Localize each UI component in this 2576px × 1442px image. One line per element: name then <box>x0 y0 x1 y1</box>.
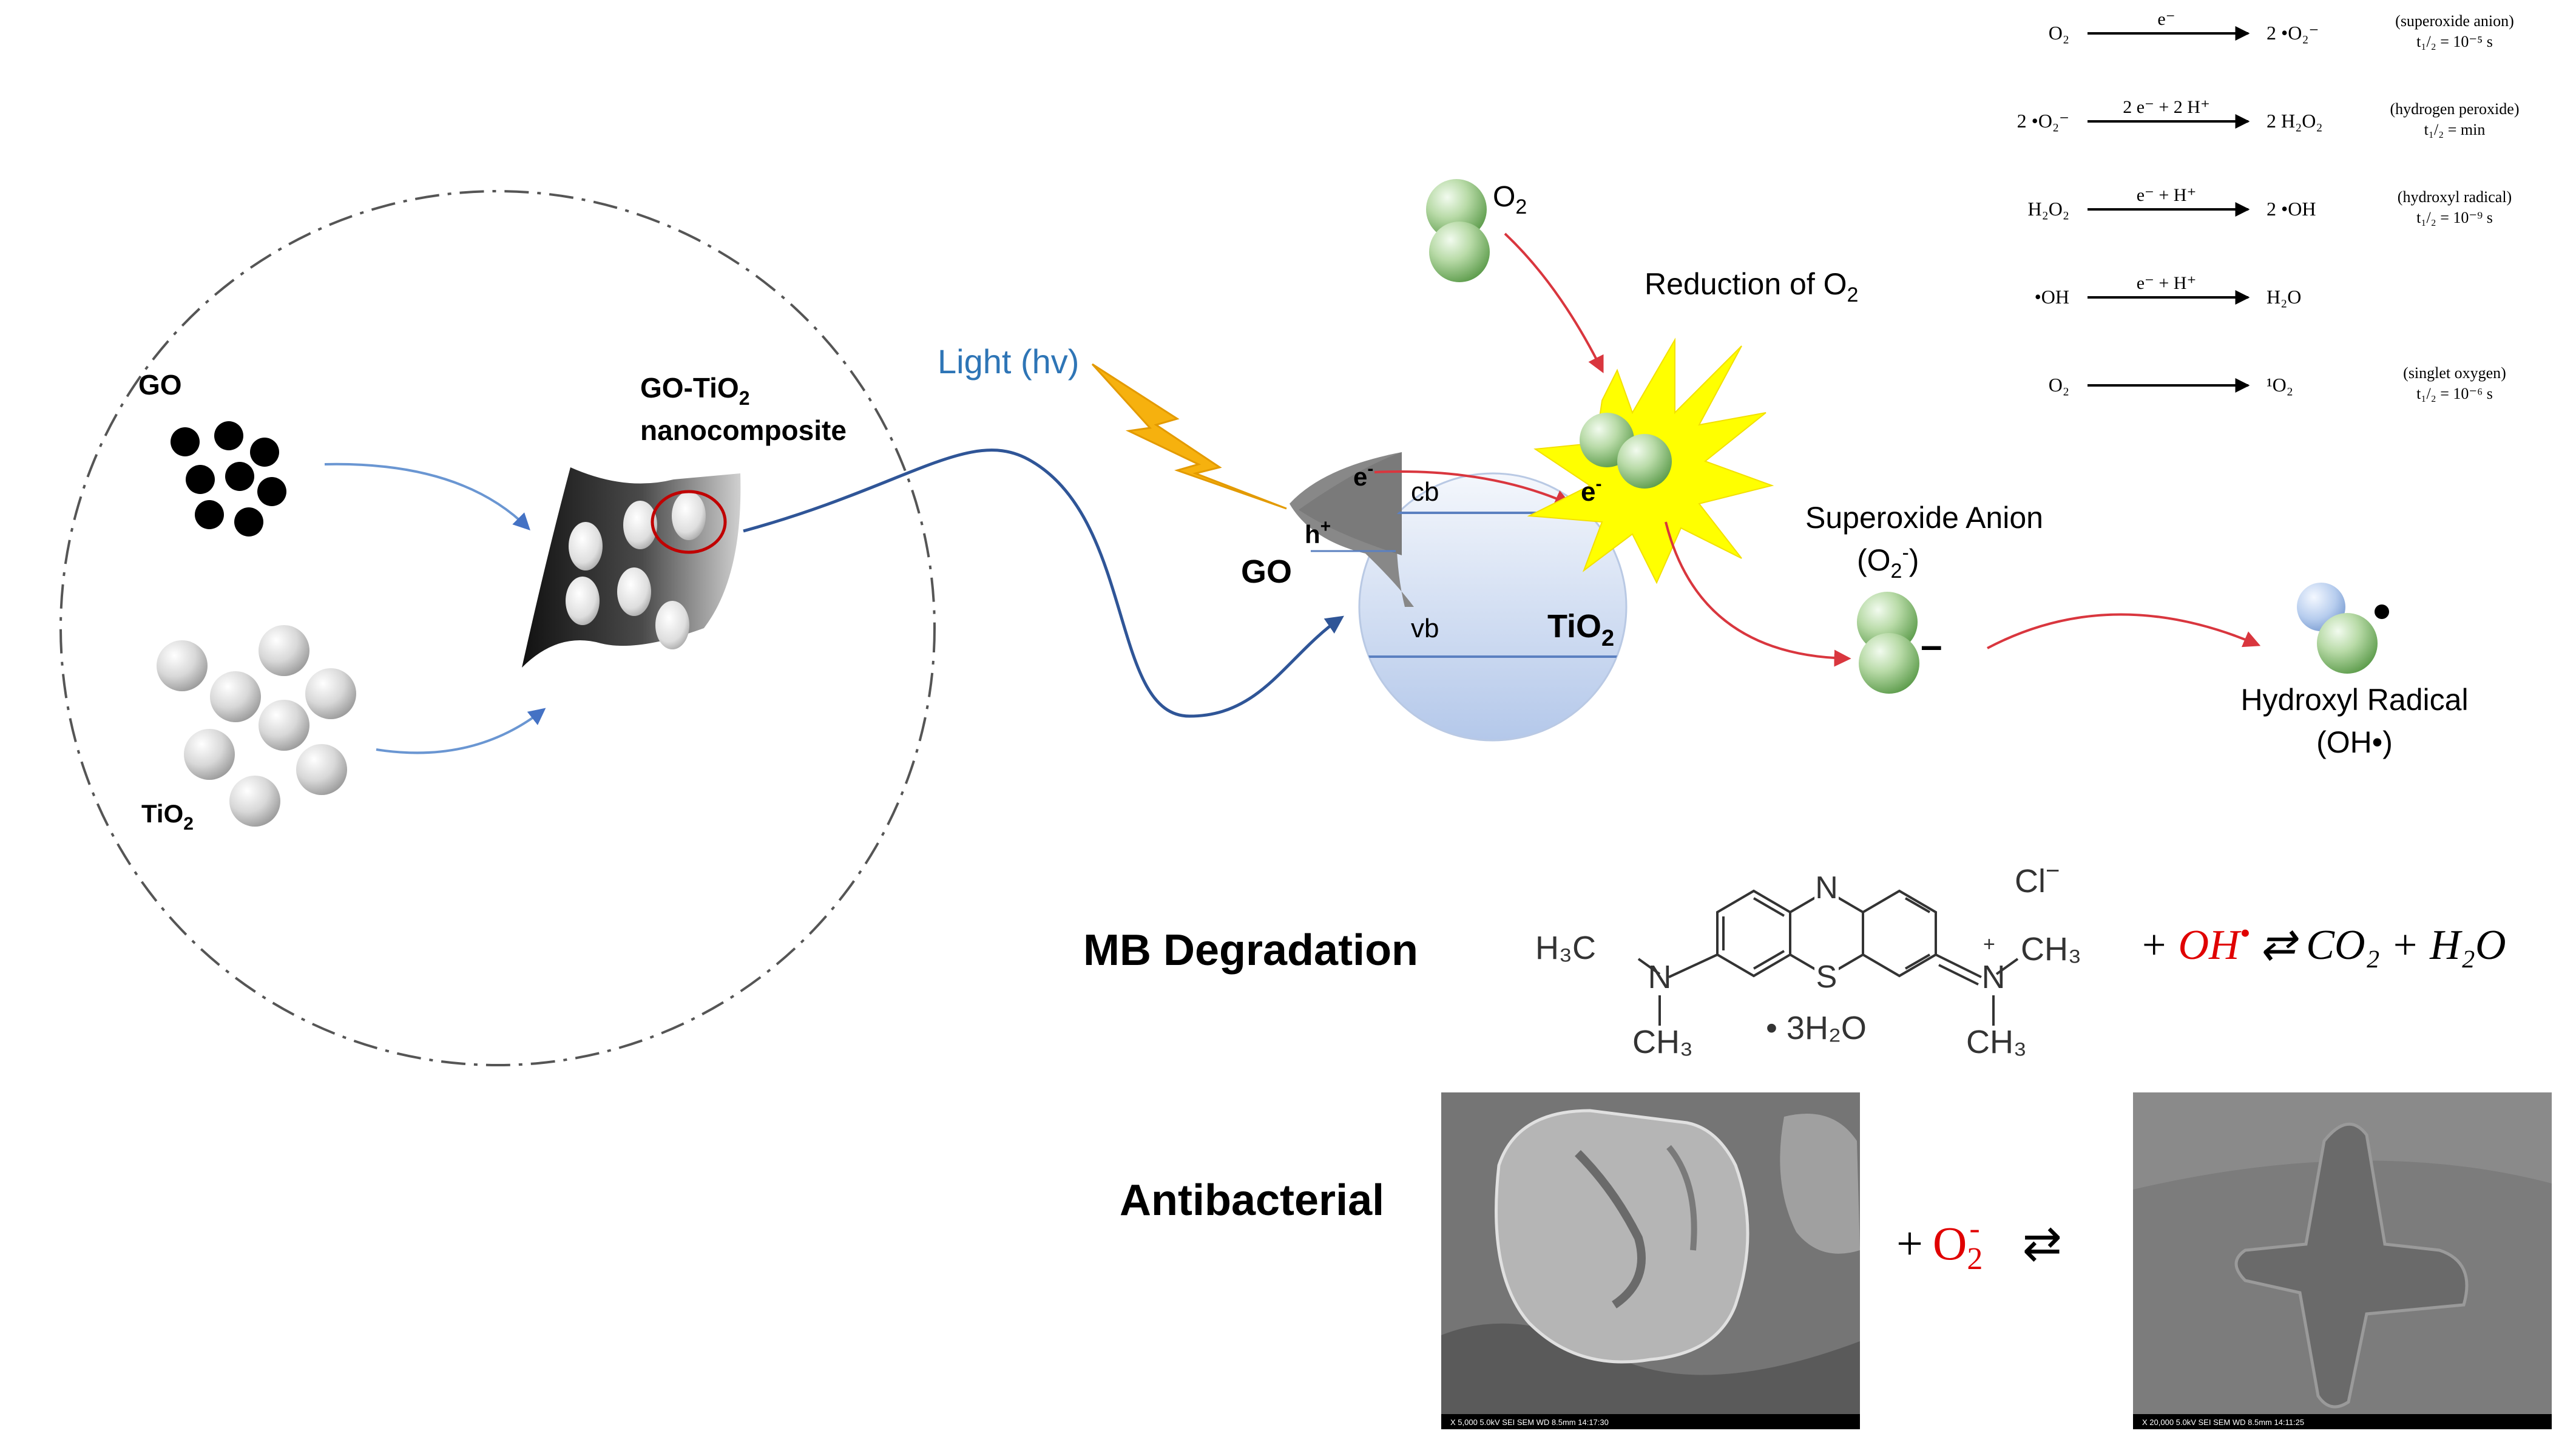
reaction-reactant: H₂O₂ <box>2027 198 2069 220</box>
sem2-caption: X 20,000 5.0kV SEI SEM WD 8.5mm 14:11:25 <box>2142 1418 2304 1427</box>
reaction-condition: e⁻ <box>2157 9 2175 29</box>
reaction-row: •OH e⁻ + H⁺ H₂O <box>2035 273 2302 308</box>
tio2-particle <box>1358 472 1628 742</box>
synthesis-panel: GO TiO2 GO-TiO2 nanocomposite <box>59 190 936 1066</box>
antibacterial-equation: +O2-⇄ <box>1896 1211 2062 1276</box>
mb-equation: +OH•⇄ CO₂ + H₂O <box>2142 916 2506 969</box>
go-to-composite-arrow <box>324 462 530 530</box>
reaction-species-name: (hydroxyl radical) <box>2398 188 2512 206</box>
mb-right-n-charge: + <box>1983 933 1995 956</box>
reaction-reactant: O₂ <box>2049 374 2069 396</box>
go-particles <box>171 421 286 537</box>
mb-ring-s: S <box>1816 960 1837 995</box>
to-superoxide-arrow <box>1665 521 1851 667</box>
mb-left-n: N <box>1648 959 1672 995</box>
o2-label: O2 <box>1493 181 1527 218</box>
mb-left-h3c: H₃C <box>1535 930 1596 966</box>
superoxide-charge: – <box>1921 623 1942 667</box>
reaction-product: H₂O <box>2267 286 2301 308</box>
reaction-row: O₂ ¹O₂ (singlet oxygen) t₁/₂ = 10⁻⁶ s <box>2049 364 2506 402</box>
vb-label: vb <box>1411 614 1439 643</box>
sem-image-before: X 5,000 5.0kV SEI SEM WD 8.5mm 14:17:30 <box>1441 1092 1860 1429</box>
tio2-label: TiO2 <box>141 799 194 834</box>
reaction-product: 2 •O₂⁻ <box>2267 22 2319 44</box>
o2-approach-arrow <box>1504 232 1604 374</box>
zoom-connector-line <box>743 449 1344 718</box>
go-label: GO <box>138 369 182 401</box>
mb-degradation-title: MB Degradation <box>1083 926 1418 975</box>
electron-transfer-arrow <box>1374 470 1572 506</box>
tio2-to-composite-arrow <box>376 708 546 754</box>
reaction-condition: e⁻ + H⁺ <box>2137 185 2197 205</box>
antibacterial-title: Antibacterial <box>1120 1176 1384 1225</box>
go-h-label: h+ <box>1305 516 1331 549</box>
light-bolt-icon <box>1091 363 1287 510</box>
mb-ring-n: N <box>1815 870 1838 905</box>
composite-label: GO-TiO2 <box>640 372 750 409</box>
o2-on-surface <box>1580 413 1672 489</box>
reaction-species-name: (superoxide anion) <box>2395 12 2514 30</box>
reaction-half-life: t₁/₂ = 10⁻⁵ s <box>2416 33 2493 50</box>
reaction-half-life: t₁/₂ = 10⁻⁹ s <box>2416 209 2493 226</box>
reaction-condition: 2 e⁻ + 2 H⁺ <box>2123 97 2210 117</box>
superoxide-formula: (O2-) <box>1857 541 1919 583</box>
reaction-half-life: t₁/₂ = 10⁻⁶ s <box>2416 385 2493 402</box>
band-diagram: e- h+ GO cb vb TiO2 <box>1241 452 1628 742</box>
hydroxyl-molecule <box>2297 583 2389 674</box>
reaction-reactant: O₂ <box>2049 22 2069 44</box>
reaction-species-name: (singlet oxygen) <box>2403 364 2506 382</box>
reaction-condition: e⁻ + H⁺ <box>2137 273 2197 293</box>
tio2-particles <box>157 625 356 827</box>
tio2-band-label: TiO2 <box>1547 608 1614 651</box>
reaction-row: 2 •O₂⁻ 2 e⁻ + 2 H⁺ 2 H₂O₂ (hydrogen peroxid… <box>2017 97 2520 138</box>
light-label: Light (hv) <box>938 342 1079 381</box>
sem-image-after: X 20,000 5.0kV SEI SEM WD 8.5mm 14:11:25 <box>2133 1092 2552 1429</box>
radical-dot <box>2375 604 2389 619</box>
zoom-highlight <box>651 490 727 554</box>
reaction-row: H₂O₂ e⁻ + H⁺ 2 •OH (hydroxyl radical) t₁/₂ =… <box>2027 185 2512 226</box>
superoxide-molecule <box>1857 592 1919 694</box>
to-hydroxyl-arrow <box>1987 613 2261 649</box>
reduction-label: Reduction of O2 <box>1645 267 1858 306</box>
go-e-label: e- <box>1353 459 1373 491</box>
hydroxyl-formula: (OH•) <box>2316 725 2393 759</box>
go-band-label: GO <box>1241 553 1292 590</box>
synthesis-boundary <box>59 190 936 1066</box>
superoxide-label: Superoxide Anion <box>1805 501 2043 535</box>
reaction-product: 2 •OH <box>2267 198 2316 220</box>
methylene-blue-structure <box>1637 889 2019 1026</box>
o2-molecule <box>1426 179 1490 282</box>
reaction-table: O₂ e⁻ 2 •O₂⁻ (superoxide anion) t₁/₂ = 10⁻⁵ … <box>2017 9 2520 402</box>
reaction-product: 2 H₂O₂ <box>2267 110 2323 132</box>
reaction-species-name: (hydrogen peroxide) <box>2390 100 2520 118</box>
reaction-reactant: •OH <box>2035 286 2069 308</box>
mb-right-n: N <box>1982 959 2006 995</box>
go-tio2-sheet <box>522 467 741 668</box>
hydroxyl-label: Hydroxyl Radical <box>2240 683 2468 717</box>
mb-right-ch3-bottom: CH₃ <box>1966 1024 2027 1060</box>
mb-hydrate: • 3H₂O <box>1766 1010 1867 1046</box>
mb-chloride: Cl− <box>2015 858 2060 899</box>
cb-label: cb <box>1411 477 1439 507</box>
reaction-product: ¹O₂ <box>2267 374 2293 396</box>
reaction-row: O₂ e⁻ 2 •O₂⁻ (superoxide anion) t₁/₂ = 10⁻⁵ … <box>2049 9 2514 50</box>
composite-label-line2: nanocomposite <box>640 415 847 446</box>
mb-left-ch3: CH₃ <box>1632 1024 1693 1060</box>
tio2-e-label: e- <box>1581 474 1601 507</box>
reaction-half-life: t₁/₂ = min <box>2424 121 2486 138</box>
mb-right-ch3-top: CH₃ <box>2021 931 2081 967</box>
reaction-reactant: 2 •O₂⁻ <box>2017 110 2069 132</box>
sem1-caption: X 5,000 5.0kV SEI SEM WD 8.5mm 14:17:30 <box>1450 1418 1609 1427</box>
